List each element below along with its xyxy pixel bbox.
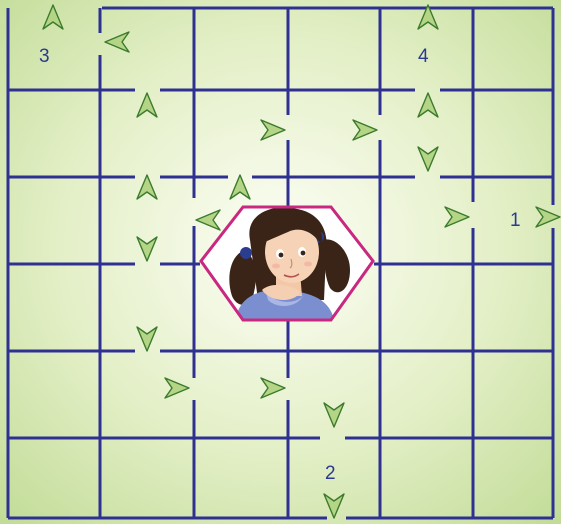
- exit-label-2: 2: [325, 464, 336, 483]
- exit-label-4: 4: [418, 47, 429, 66]
- exit-label-1: 1: [510, 211, 521, 230]
- exit-label-3: 3: [39, 47, 50, 66]
